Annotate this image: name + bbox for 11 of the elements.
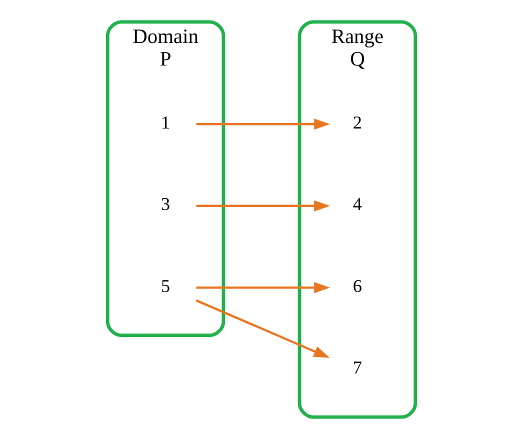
arrow: [196, 118, 330, 130]
node-text: 6: [352, 276, 362, 296]
node-text: 1: [161, 112, 170, 132]
node-text: 2: [352, 112, 362, 132]
node-text: 3: [161, 194, 170, 214]
node-text: 7: [352, 358, 362, 378]
node-text: 5: [161, 276, 170, 296]
arrow: [196, 282, 330, 294]
node-text: 4: [352, 194, 362, 214]
arrow: [196, 200, 330, 212]
arrow: [196, 299, 330, 358]
